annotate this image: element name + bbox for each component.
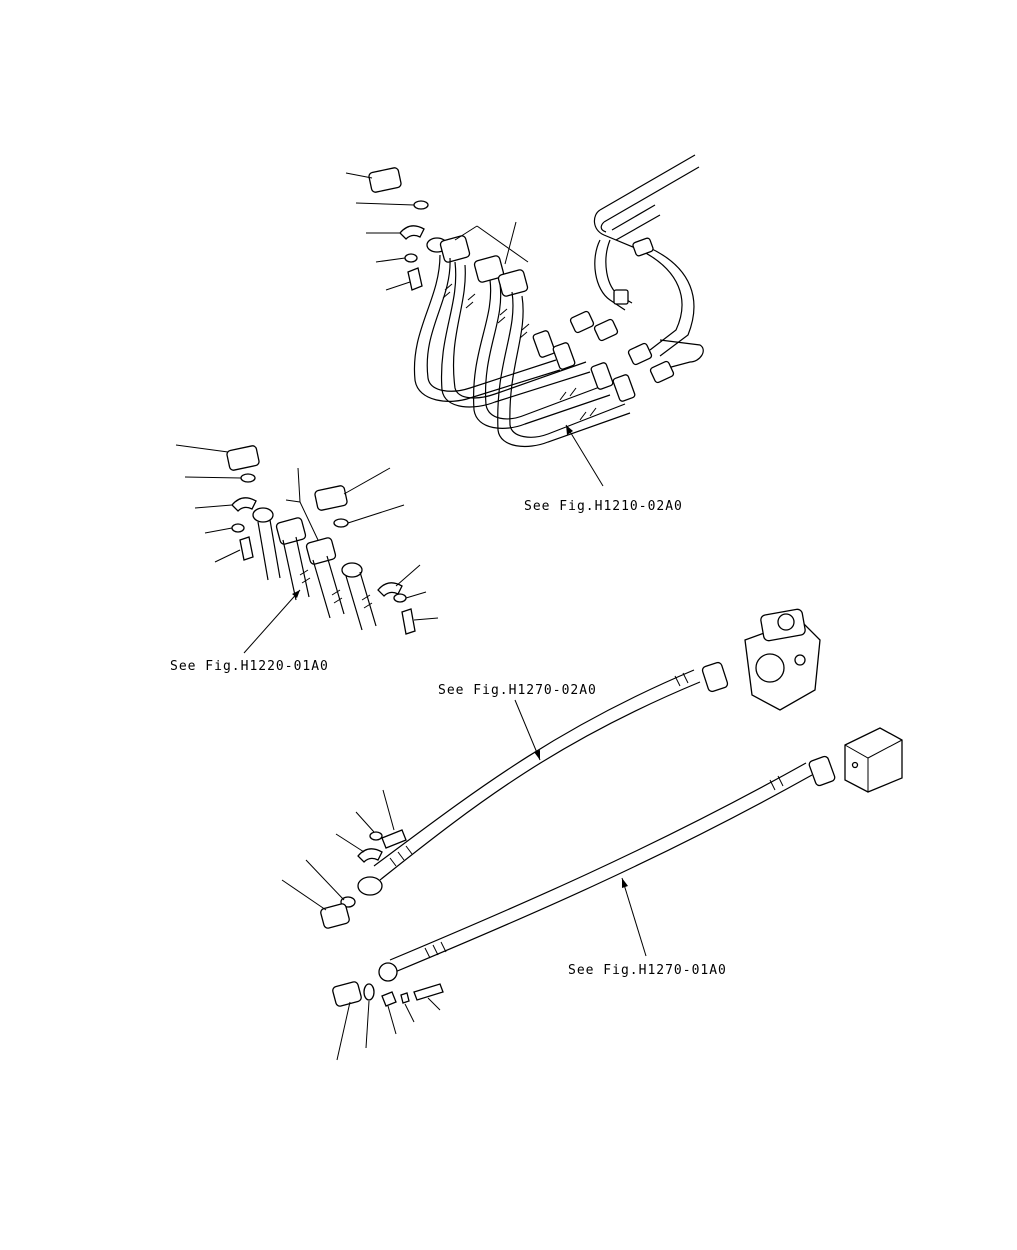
valve-block — [844, 727, 903, 793]
middle-hose-assembly: See Fig.H1220-01A0 — [170, 444, 439, 674]
reference-label-long-lower: See Fig.H1270-01A0 — [568, 963, 727, 978]
reference-label-middle: See Fig.H1220-01A0 — [170, 659, 329, 674]
pump-component — [744, 608, 821, 711]
upper-hose-assembly: See Fig.H1210-02A0 — [345, 154, 704, 514]
reference-label-long-upper: See Fig.H1270-02A0 — [438, 683, 597, 698]
reference-label-upper: See Fig.H1210-02A0 — [524, 499, 683, 514]
long-hose-assembly: See Fig.H1270-02A0 See Fig.H1270-01A0 — [281, 608, 903, 1061]
